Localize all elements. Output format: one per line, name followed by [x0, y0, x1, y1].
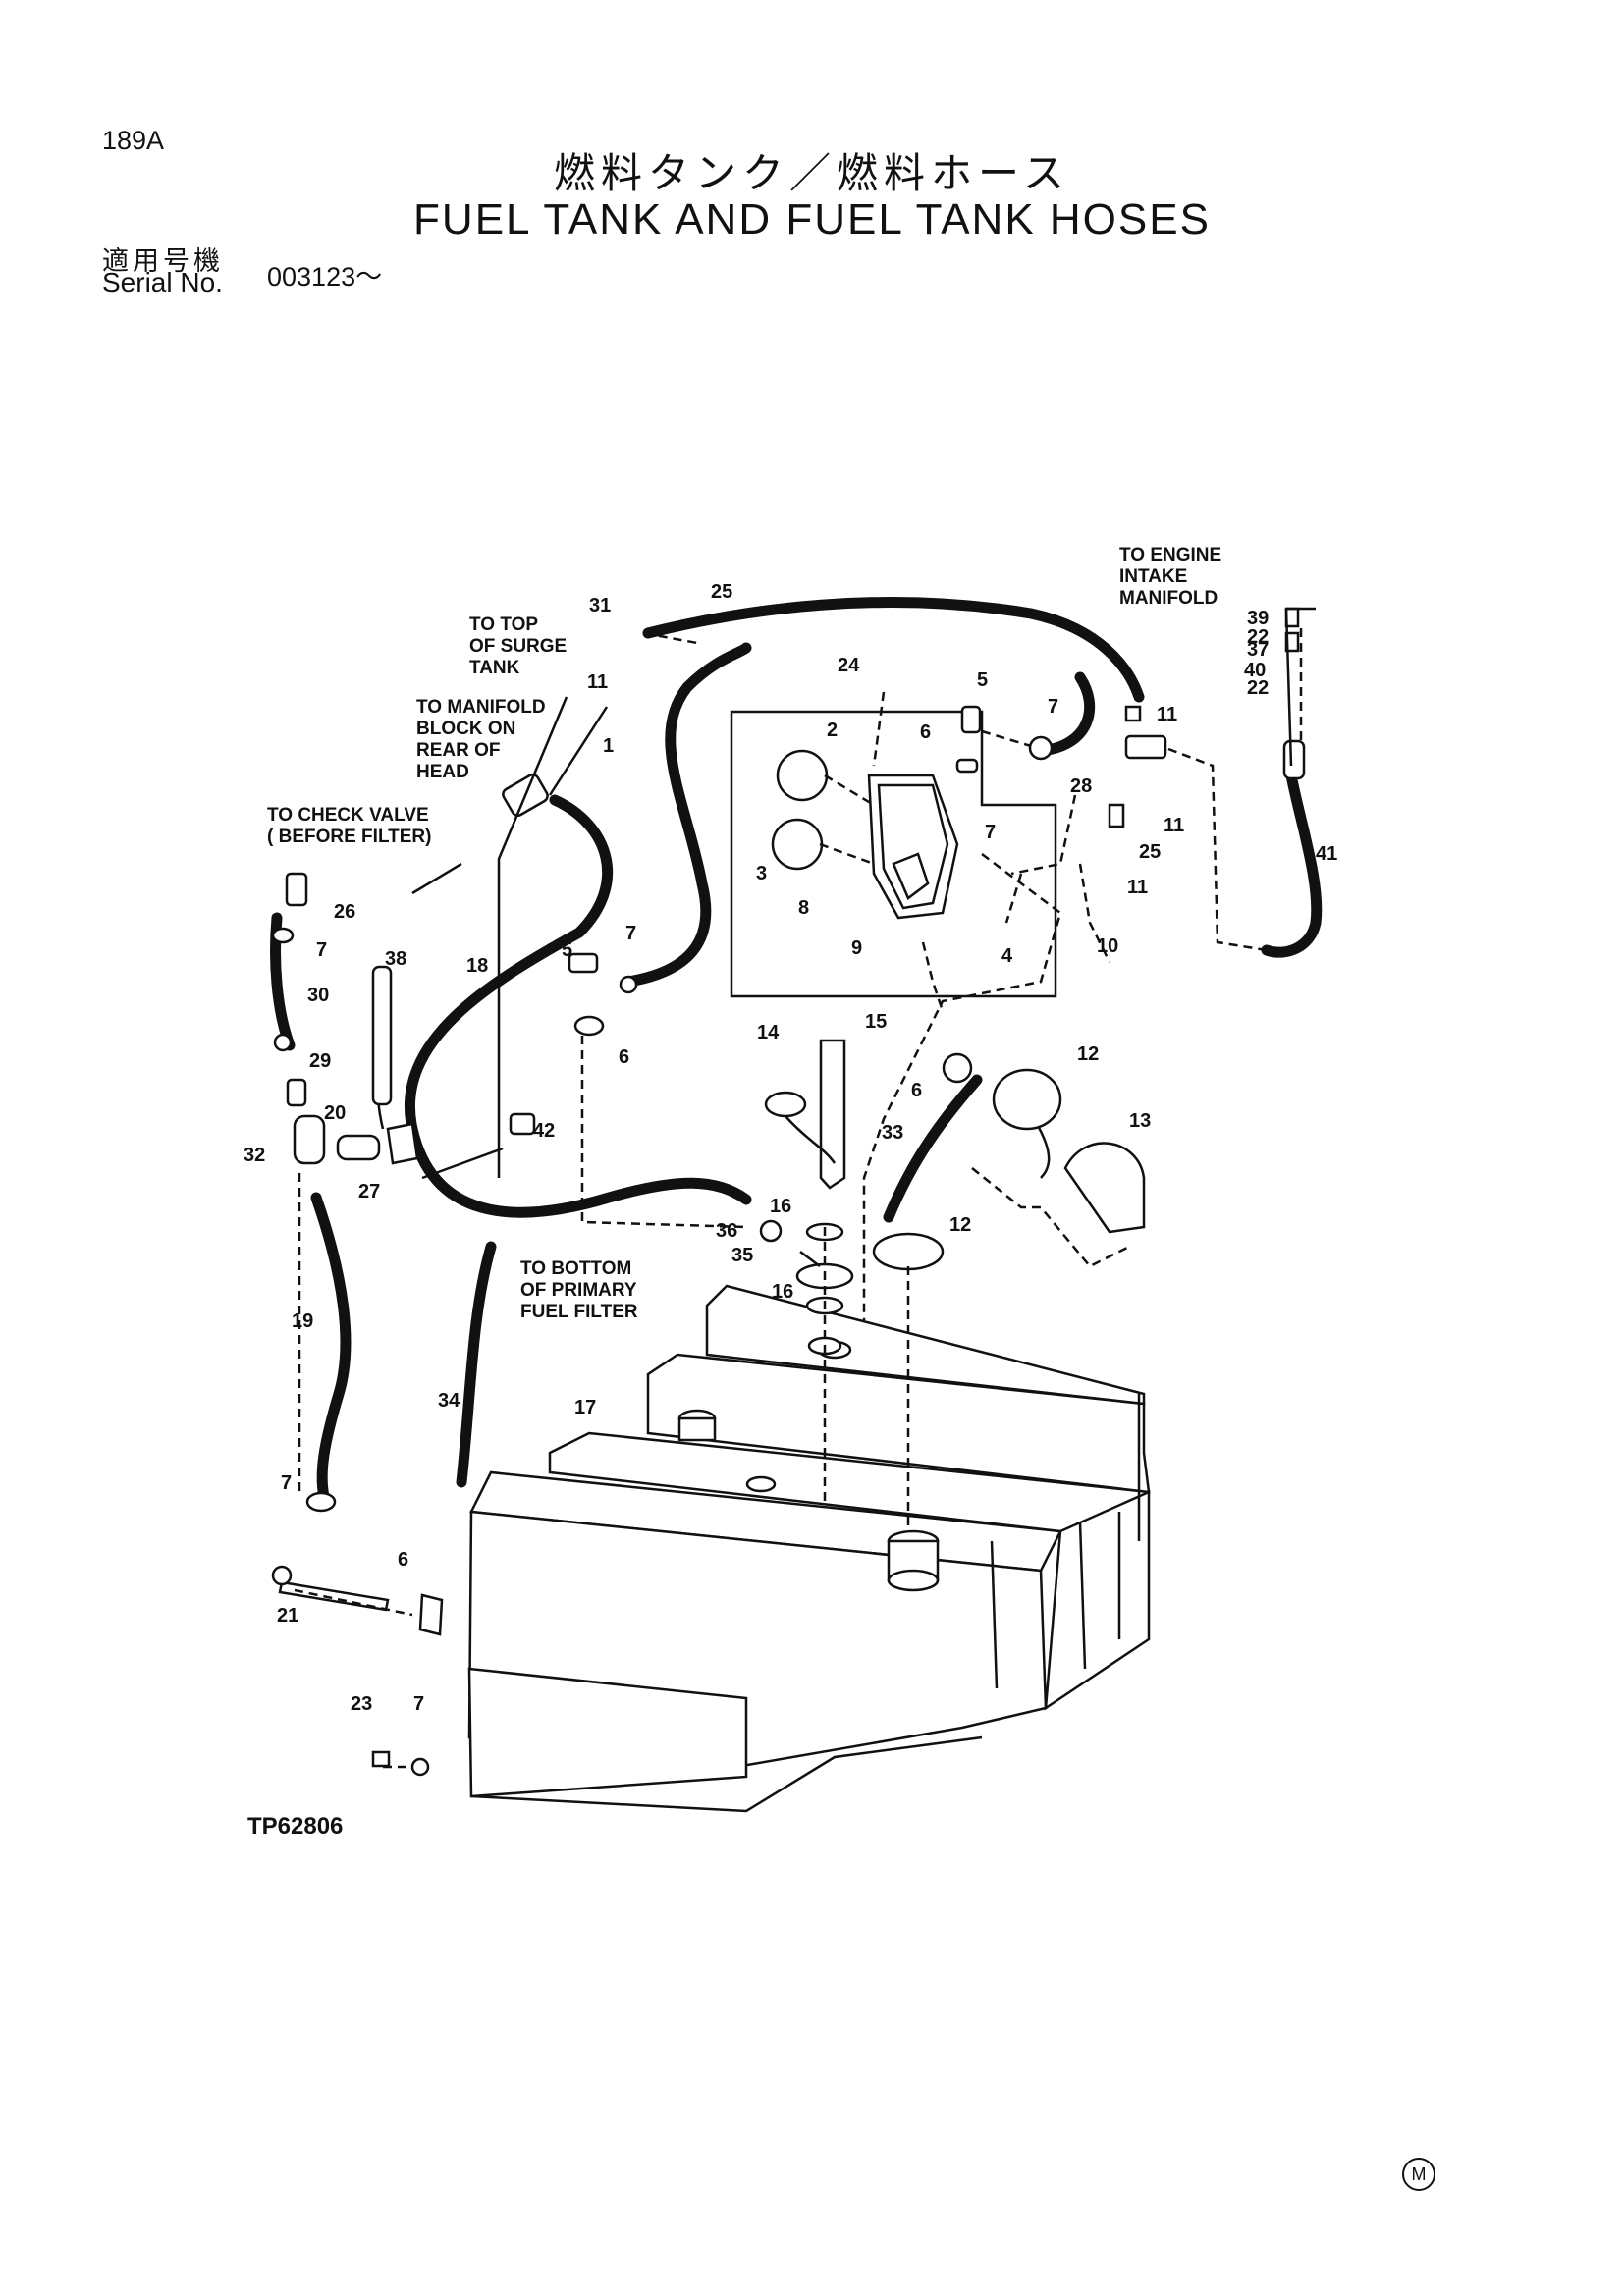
note-manifold-block-1: TO MANIFOLD: [416, 697, 546, 718]
callout-12-upper: 12: [1077, 1043, 1099, 1065]
note-manifold-block-3: REAR OF: [416, 740, 501, 761]
serial-label-english: Serial No.: [102, 267, 223, 297]
hose-33: [883, 1074, 983, 1223]
page-number: 189A: [102, 126, 165, 155]
callout-1: 1: [603, 735, 614, 757]
callout-23: 23: [351, 1693, 372, 1715]
callout-26: 26: [334, 901, 355, 923]
callout-6-lower: 6: [398, 1549, 408, 1571]
callout-34: 34: [438, 1390, 460, 1412]
callout-39: 39: [1247, 608, 1269, 629]
serial-label-japanese: 適用号機: [102, 246, 224, 277]
callout-24: 24: [838, 655, 860, 676]
callout-8: 8: [798, 897, 809, 919]
callout-25-right: 25: [1139, 841, 1161, 863]
callout-33: 33: [882, 1122, 903, 1144]
callout-7-tank: 7: [281, 1472, 292, 1494]
serial-number-value: 003123～: [267, 262, 383, 292]
publisher-mark: M: [1402, 2158, 1435, 2191]
callout-31: 31: [589, 595, 611, 616]
callout-9: 9: [851, 937, 862, 959]
hose-41: [1261, 770, 1323, 958]
callout-2: 2: [827, 720, 838, 741]
callout-32: 32: [244, 1145, 265, 1166]
callout-42: 42: [533, 1120, 555, 1142]
callout-7-bottom: 7: [413, 1693, 424, 1715]
note-engine-intake-1: TO ENGINE: [1119, 545, 1221, 565]
callout-41: 41: [1316, 843, 1337, 865]
callout-7-top: 7: [1048, 696, 1058, 718]
callout-6-middle: 6: [619, 1046, 629, 1068]
callout-5-upper: 5: [977, 669, 988, 691]
note-manifold-block-2: BLOCK ON: [416, 719, 515, 739]
note-check-valve-2: ( BEFORE FILTER): [267, 827, 431, 847]
callout-21: 21: [277, 1605, 298, 1627]
callout-6-upper: 6: [920, 721, 931, 743]
hose-34: [456, 1241, 497, 1488]
note-check-valve-1: TO CHECK VALVE: [267, 805, 429, 826]
hose-7-loop: [1035, 671, 1096, 757]
callout-17: 17: [574, 1397, 596, 1418]
title-english: FUEL TANK AND FUEL TANK HOSES: [413, 195, 1211, 243]
callout-38: 38: [385, 948, 406, 970]
callout-19: 19: [292, 1310, 313, 1332]
callout-16-lower: 16: [772, 1281, 793, 1303]
callout-27: 27: [358, 1181, 380, 1202]
note-primary-filter-2: OF PRIMARY: [520, 1280, 637, 1301]
callout-11-left: 11: [587, 671, 608, 693]
note-engine-intake-3: MANIFOLD: [1119, 588, 1218, 609]
callout-22-upper: 22: [1247, 626, 1269, 648]
callout-25-top: 25: [711, 581, 732, 603]
note-manifold-block-4: HEAD: [416, 762, 469, 782]
callout-15: 15: [865, 1011, 887, 1033]
note-surge-tank-1: TO TOP: [469, 614, 538, 635]
note-engine-intake-2: INTAKE: [1119, 566, 1187, 587]
callout-29: 29: [309, 1050, 331, 1072]
callout-10: 10: [1097, 935, 1118, 957]
callout-11-right: 11: [1157, 704, 1177, 725]
assembly-lines: [294, 607, 1316, 1769]
callout-6-right: 6: [911, 1080, 922, 1101]
note-primary-filter-1: TO BOTTOM: [520, 1258, 631, 1279]
callout-7-hose1: 7: [625, 923, 636, 944]
sender-plate: [730, 691, 1057, 998]
callout-11-lower: 11: [1127, 877, 1148, 898]
note-surge-tank-2: OF SURGE: [469, 636, 567, 657]
callout-20: 20: [324, 1102, 346, 1124]
callout-11-mid: 11: [1164, 815, 1184, 836]
callout-40: 40: [1244, 660, 1266, 681]
callouts: 1 2 3 4 5 5 6 6 6 6 7 7 7 7 7 7 8 9 10 1…: [244, 581, 1337, 1715]
callout-14: 14: [757, 1022, 780, 1043]
callout-28: 28: [1070, 775, 1092, 797]
callout-18: 18: [466, 955, 488, 977]
callout-30: 30: [307, 985, 329, 1006]
hose-1: [623, 642, 752, 988]
callout-7-checkvalve: 7: [316, 939, 327, 961]
notes: TO ENGINE INTAKE MANIFOLD TO TOP OF SURG…: [267, 545, 1221, 1322]
figure-number: TP62806: [247, 1813, 344, 1840]
callout-4: 4: [1001, 945, 1013, 967]
callout-22-lower: 22: [1247, 677, 1269, 699]
callout-37: 37: [1247, 639, 1269, 661]
hose-19: [310, 1192, 352, 1503]
note-primary-filter-3: FUEL FILTER: [520, 1302, 638, 1322]
note-surge-tank-3: TANK: [469, 658, 520, 678]
callout-12-lower: 12: [949, 1214, 971, 1236]
callout-7-plate: 7: [985, 822, 996, 843]
callout-35: 35: [731, 1245, 753, 1266]
callout-36: 36: [716, 1220, 737, 1242]
callout-16-upper: 16: [770, 1196, 791, 1217]
callout-3: 3: [756, 863, 767, 884]
hose-25: [642, 597, 1145, 703]
callout-5-lower: 5: [562, 939, 572, 961]
callout-13: 13: [1129, 1110, 1151, 1132]
title-japanese: 燃料タンク／燃料ホース: [554, 149, 1070, 197]
fuel-tank: [467, 1284, 1151, 1813]
